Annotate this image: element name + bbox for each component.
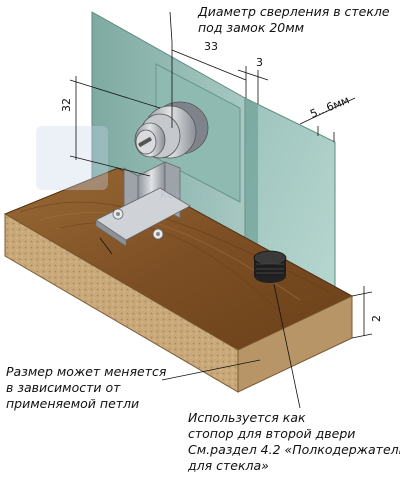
- drill-diameter-note: Диаметр сверления в стекле под замок 20м…: [198, 4, 390, 36]
- size-note-line-2: в зависимости от: [6, 380, 121, 395]
- watermark: КОМПЛЕКТ: [36, 126, 219, 201]
- dim-glass-label: 5...6мм: [308, 93, 351, 120]
- rubber-stopper: [253, 250, 287, 283]
- hinge-bracket: [95, 161, 191, 247]
- stopper-note-line-2: стопор для второй двери: [188, 426, 356, 441]
- dim-thickness-label: 3: [256, 56, 263, 69]
- stopper-note-line-1: Используется как: [188, 410, 306, 425]
- size-note-line-1: Размер может меняется: [6, 364, 167, 379]
- stopper-note: Используется как стопор для второй двери…: [188, 410, 400, 474]
- drill-diameter-line-2: под замок 20мм: [198, 20, 305, 35]
- dimension-lines: [69, 11, 373, 409]
- dim-base-label: 2: [370, 315, 383, 322]
- size-note-line-3: применяемой петли: [6, 396, 140, 411]
- drill-diameter-line-1: Диаметр сверления в стекле: [198, 4, 390, 19]
- lock-cylinder: [134, 101, 209, 159]
- front-glass-panel: [244, 97, 336, 293]
- watermark-text: КОМПЛЕКТ: [160, 190, 219, 201]
- dim-height-label: 32: [60, 98, 73, 112]
- chipboard-edge: [4, 213, 353, 393]
- stopper-note-line-3: См.раздел 4.2 «Полкодержатели: [188, 442, 400, 457]
- dim-width-label: 33: [204, 40, 218, 53]
- stopper-note-line-4: для стекла»: [188, 458, 269, 473]
- size-note: Размер может меняется в зависимости от п…: [6, 364, 166, 412]
